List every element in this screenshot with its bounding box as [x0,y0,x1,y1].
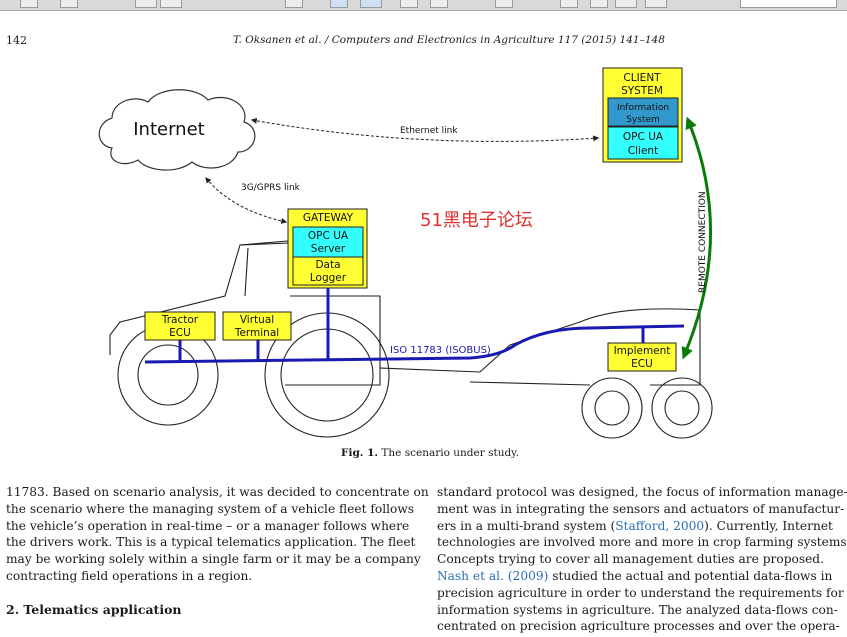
text-line: Concepts trying to cover all management … [437,552,824,567]
text-line: standard protocol was designed, the focu… [437,485,847,499]
text-line: the scenario where the managing system o… [6,501,415,516]
gateway-box: GATEWAY OPC UA Server Data Logger [287,208,368,289]
figure-caption: Fig. 1. The scenario under study. [341,447,519,459]
scenario-figure: Internet Ethernet link 3G/GPRS link ISO … [98,67,713,439]
text-line: precision agriculture in order to unders… [437,585,844,600]
text-line: ers in a multi-brand system (Stafford, 2… [437,518,841,535]
toolbar-button[interactable] [430,0,448,8]
text-line: ment was in integrating the sensors and … [437,501,845,516]
text-line: the drivers work. This is a typical tele… [6,535,416,550]
text-span: studied the actual and potential data-fl… [548,568,833,583]
left-column: 11783. Based on scenario analysis, it wa… [6,484,429,585]
opc-ua-server-box [292,226,364,258]
gprs-link-label: 3G/GPRS link [241,183,301,193]
implement-ecu-box [607,342,677,372]
caption-label: Fig. 1. [341,447,379,459]
toolbar-button[interactable] [400,0,418,8]
right-column: standard protocol was designed, the focu… [437,484,847,635]
toolbar-button[interactable] [590,0,608,8]
tractor-ecu-label-2: ECU [169,327,191,339]
information-system-label-1: Information [617,103,669,113]
virtual-terminal-label-1: Virtual [240,314,274,326]
gateway-label: GATEWAY [303,212,354,224]
virtual-terminal-label-2: Terminal [234,327,279,339]
remote-connection-label: REMOTE CONNECTION [698,191,708,293]
remote-connection-arrow [681,116,712,360]
client-system-box: CLIENT SYSTEM Information System OPC UA … [602,67,683,163]
opc-ua-client-box [607,126,679,160]
data-logger-label-1: Data [315,259,340,271]
isobus-label: ISO 11783 (ISOBUS) [390,345,491,356]
text-line: the vehicle’s operation in real-time – o… [6,518,410,533]
internet-label: Internet [133,119,204,140]
gprs-link-arrow [205,177,288,224]
opc-ua-client-label-1: OPC UA [623,131,664,143]
watermark: 51黑电子论坛 [420,210,533,231]
text-span: ). Currently, Internet [704,518,833,533]
implement-ecu-label-1: Implement [614,345,671,357]
toolbar-button[interactable] [160,0,182,8]
toolbar-button[interactable] [60,0,78,8]
text-line: Nash et al. (2009) studied the actual an… [437,568,841,585]
text-line: information systems in agriculture. The … [437,602,838,617]
page-number: 142 [6,34,27,47]
ethernet-link-arrow [250,117,600,142]
internet-cloud [98,89,256,171]
caption-text: The scenario under study. [381,447,520,459]
toolbar-button[interactable] [615,0,637,8]
opc-ua-server-label-2: Server [311,243,346,255]
toolbar-button[interactable] [495,0,513,8]
implement-ecu-label-2: ECU [631,358,653,370]
opc-ua-client-label-2: Client [628,145,658,157]
implement-trailer [379,308,713,439]
isobus-line [144,287,685,364]
tractor-ecu-box [144,311,216,341]
toolbar-button[interactable] [360,0,382,8]
section-heading: 2. Telematics application [6,602,182,617]
client-system-label-1: CLIENT [623,72,661,84]
information-system-box [607,97,679,127]
virtual-terminal-box [222,311,292,341]
text-line: 11783. Based on scenario analysis, it wa… [6,485,429,499]
information-system-label-2: System [626,115,660,125]
text-line: contracting field operations in a region… [6,568,253,583]
text-span: ers in a multi-brand system ( [437,518,616,533]
search-field[interactable] [740,0,837,8]
toolbar-button[interactable] [285,0,303,8]
client-system-label-2: SYSTEM [621,85,663,97]
ethernet-link-label: Ethernet link [400,126,458,136]
data-logger-box [292,256,364,286]
viewer-toolbar [0,0,847,11]
toolbar-button[interactable] [135,0,157,8]
running-header: T. Oksanen et al. / Computers and Electr… [233,34,665,46]
text-line: may be working solely within a single fa… [6,552,421,567]
text-line: technologies are involved more and more … [437,535,847,550]
toolbar-button[interactable] [560,0,578,8]
opc-ua-server-label-1: OPC UA [308,230,349,242]
citation-link-nash[interactable]: Nash et al. (2009) [437,568,549,583]
tractor-ecu-label-1: Tractor [161,314,199,326]
citation-link-stafford[interactable]: Stafford, 2000 [615,518,705,533]
toolbar-button[interactable] [330,0,348,8]
text-line: centrated on precision agriculture proce… [437,619,840,634]
toolbar-button[interactable] [20,0,38,8]
toolbar-button[interactable] [645,0,667,8]
data-logger-label-2: Logger [310,272,347,284]
